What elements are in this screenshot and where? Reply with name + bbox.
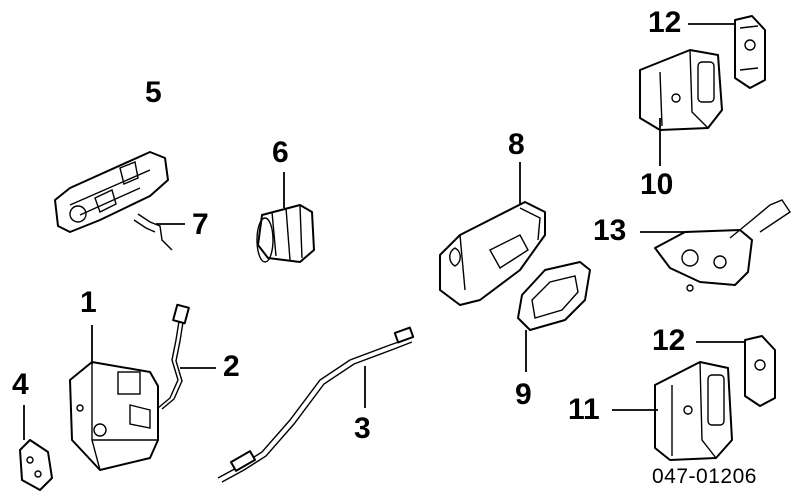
part-1-lock-actuator	[69, 361, 159, 471]
callout-12-top: 12	[648, 6, 682, 39]
part-2-wire	[157, 303, 190, 410]
part-5-outside-handle	[54, 151, 169, 233]
callout-5: 5	[145, 76, 162, 109]
part-4-bracket	[19, 439, 53, 491]
callout-6: 6	[272, 136, 289, 169]
callout-12-bottom: 12	[652, 324, 686, 357]
callout-7: 7	[192, 208, 209, 241]
callout-8: 8	[508, 128, 525, 161]
part-11-hinge-bottom	[654, 361, 733, 461]
callout-4: 4	[12, 368, 29, 401]
part-10-hinge-top	[639, 49, 723, 131]
callout-9: 9	[515, 378, 532, 411]
callout-13: 13	[593, 214, 627, 247]
callout-11: 11	[568, 393, 600, 426]
callout-1: 1	[80, 286, 97, 319]
part-12-plate-bottom	[744, 335, 776, 407]
part-13-check-link	[654, 199, 791, 292]
part-12-plate-top	[734, 15, 766, 89]
callout-2: 2	[223, 350, 240, 383]
part-3-cable	[217, 326, 415, 483]
part-9-bezel	[517, 261, 591, 331]
callout-3: 3	[354, 412, 371, 445]
part-6-bushing	[256, 204, 315, 263]
part-8-inside-handle-housing	[439, 201, 546, 306]
diagram-code: 047-01206	[652, 465, 757, 488]
part-7-rod	[133, 213, 173, 251]
callout-10: 10	[640, 168, 674, 201]
